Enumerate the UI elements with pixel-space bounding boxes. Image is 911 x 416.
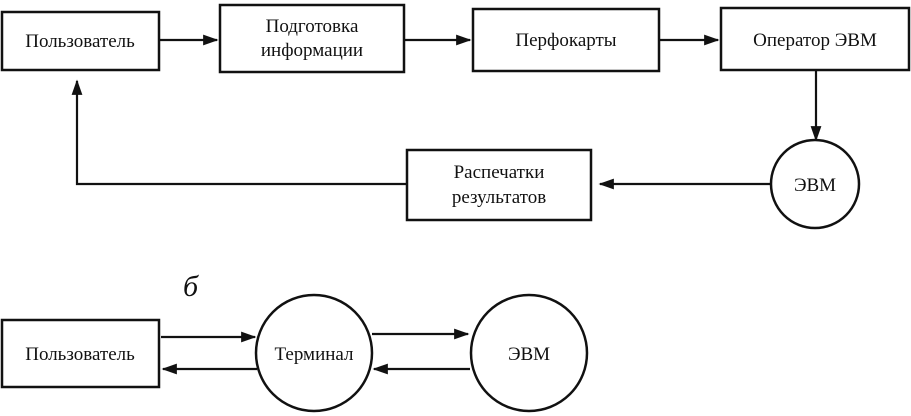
diagram-b-label: б: [183, 270, 199, 303]
computer-b-label: ЭВМ: [508, 344, 550, 365]
box-punch-cards: Перфокарты: [471, 7, 661, 73]
printouts-label-line2: результатов: [452, 187, 546, 208]
box-computer-operator: Оператор ЭВМ: [719, 6, 911, 72]
box-printouts: Распечатки результатов: [405, 148, 593, 222]
user-b-label: Пользователь: [25, 344, 135, 365]
prep-label-line1: Подготовка: [266, 16, 359, 37]
operator-label: Оператор ЭВМ: [753, 30, 877, 51]
box-information-prep: Подготовка информации: [218, 3, 406, 74]
computer-a-label: ЭВМ: [794, 175, 836, 196]
arrow-printouts-to-user: [71, 79, 407, 186]
circle-computer-b: ЭВМ: [469, 293, 589, 413]
diagram-b: б Пользователь Терминал ЭВМ: [0, 270, 589, 413]
user-a-label: Пользователь: [25, 31, 135, 52]
circle-terminal: Терминал: [254, 293, 374, 413]
circle-computer-a: ЭВМ: [769, 138, 861, 230]
printouts-label-line1: Распечатки: [454, 162, 545, 183]
diagram-a: Пользователь Подготовка информации Перфо…: [0, 3, 911, 230]
box-user-a: Пользователь: [0, 10, 161, 72]
terminal-label: Терминал: [275, 344, 354, 365]
box-user-b: Пользователь: [0, 318, 161, 389]
prep-label-line2: информации: [261, 40, 363, 61]
punch-cards-label: Перфокарты: [515, 30, 616, 51]
